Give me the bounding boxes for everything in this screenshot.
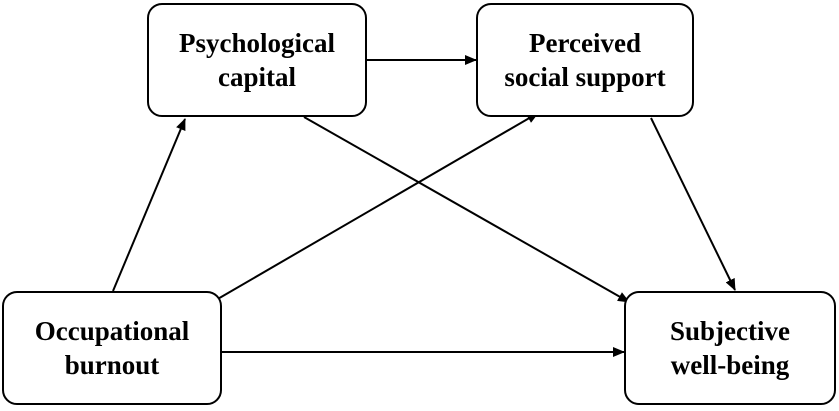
node-label-line2: capital — [218, 62, 296, 92]
node-psychological-capital: Psychological capital — [147, 3, 367, 117]
node-label-line2: well-being — [671, 350, 790, 380]
node-label-line1: Psychological — [179, 28, 335, 58]
arrow-psychological-capital-to-subjective-well-being — [303, 116, 630, 303]
arrow-burnout-to-perceived-social-support — [215, 112, 539, 301]
node-subjective-well-being: Subjective well-being — [624, 291, 836, 405]
node-box — [2, 291, 222, 405]
node-label-line1: Subjective — [670, 316, 790, 346]
node-label-line1: Perceived — [529, 28, 641, 58]
node-box — [147, 3, 367, 117]
node-occupational-burnout: Occupational burnout — [2, 291, 222, 405]
edges — [112, 55, 736, 357]
node-box — [624, 291, 836, 405]
node-label-line2: burnout — [65, 350, 160, 380]
node-label-line2: social support — [504, 62, 665, 92]
node-label-line1: Occupational — [35, 316, 190, 346]
arrow-perceived-social-support-to-subjective-well-being — [650, 117, 736, 291]
node-perceived-social-support: Perceived social support — [476, 3, 694, 117]
node-box — [476, 3, 694, 117]
arrow-burnout-to-psychological-capital — [112, 118, 186, 292]
